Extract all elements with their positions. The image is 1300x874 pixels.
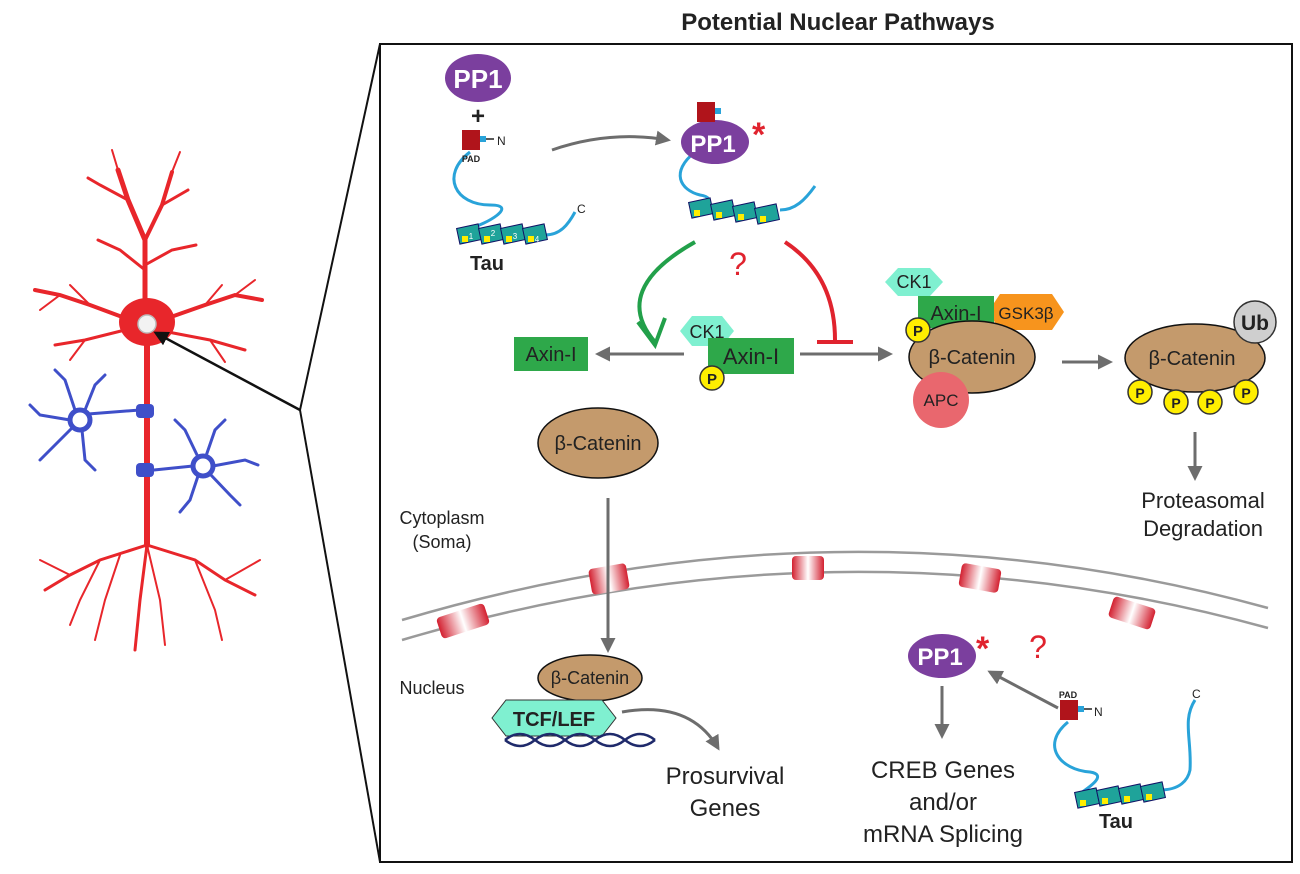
prosurvival-label-2: Genes xyxy=(690,795,761,822)
tau-repeat-1: 1 xyxy=(469,232,474,241)
phospho-destruction-label: P xyxy=(913,323,923,340)
question-mark-top: ? xyxy=(729,246,747,282)
phospho-axin xyxy=(699,365,725,391)
creb-label-3: mRNA Splicing xyxy=(863,821,1023,848)
catenin-nuclear-label: β-Catenin xyxy=(551,668,629,688)
phospho-ub-1 xyxy=(1127,379,1153,405)
c-terminus-bottom: C xyxy=(1192,687,1201,701)
nucleus-label: Nucleus xyxy=(399,678,464,698)
arrow-binding xyxy=(551,130,671,152)
synapse-upper xyxy=(136,404,154,418)
phospho-ub-2-label: P xyxy=(1171,395,1180,411)
neuron-illustration xyxy=(33,149,264,652)
tau-repeat-3: 3 xyxy=(513,232,518,241)
catenin-ub-label: β-Catenin xyxy=(1148,348,1235,370)
activation-arrowhead xyxy=(636,317,667,350)
arrow-tau-to-pp1 xyxy=(987,670,1059,710)
pathway-panel xyxy=(379,43,1293,863)
inhibition-line xyxy=(783,240,837,341)
cytoplasm-label-2: (Soma) xyxy=(412,532,471,552)
pad-label-bottom: PAD xyxy=(1059,690,1078,700)
phospho-ub-4 xyxy=(1233,379,1259,405)
glial-cell-left xyxy=(28,368,142,472)
glial-cell-right xyxy=(152,418,260,514)
tau-label-bottom: Tau xyxy=(1099,811,1133,833)
pp1-nuclear-star: * xyxy=(976,630,990,668)
degradation-label-2: Degradation xyxy=(1143,516,1263,541)
zoom-line-top xyxy=(299,43,381,411)
pp1-nuclear xyxy=(908,634,976,678)
apc-shape xyxy=(913,372,969,428)
question-mark-bottom: ? xyxy=(1029,629,1047,665)
n-terminus-bottom: N xyxy=(1094,705,1103,719)
dna-helix xyxy=(504,732,656,748)
plus-sign: + xyxy=(471,103,485,130)
tau-protein-top xyxy=(452,130,577,245)
n-terminus-top: N xyxy=(497,134,506,148)
pad-label-top: PAD xyxy=(462,154,481,164)
c-terminus-top: C xyxy=(577,202,586,216)
tau-protein-bottom xyxy=(1053,699,1197,809)
phospho-destruction xyxy=(905,317,931,343)
pp1-active-star: * xyxy=(752,116,766,154)
prosurvival-label-1: Prosurvival xyxy=(666,763,785,790)
pp1-active-label: PP1 xyxy=(690,131,735,158)
catenin-free xyxy=(537,407,659,479)
axin-complex-box xyxy=(708,338,794,374)
tau-label-top: Tau xyxy=(470,253,504,275)
axin-destruction-label: Axin-I xyxy=(930,303,981,325)
creb-label-2: and/or xyxy=(909,789,977,816)
phospho-axin-label: P xyxy=(707,371,717,388)
gsk3b-shape xyxy=(988,294,1064,330)
axin-free-label: Axin-I xyxy=(525,344,576,366)
pp1-free-label: PP1 xyxy=(453,64,502,94)
nuclear-pores xyxy=(436,556,1156,639)
phospho-ub-3-label: P xyxy=(1205,395,1214,411)
axin-free-box xyxy=(514,337,588,371)
phospho-ub-2 xyxy=(1163,389,1189,415)
neuron-nucleus xyxy=(137,314,157,334)
degradation-label-1: Proteasomal xyxy=(1141,488,1265,513)
pp1-tau-complex xyxy=(678,102,817,225)
ck1-right-label: CK1 xyxy=(896,272,931,292)
diagram-title: Potential Nuclear Pathways xyxy=(681,9,994,36)
catenin-destruction-label: β-Catenin xyxy=(928,347,1015,369)
activation-arrow xyxy=(637,240,696,344)
zoom-pointer-arrow xyxy=(153,331,301,412)
phospho-ub-1-label: P xyxy=(1135,385,1144,401)
ck1-middle-label: CK1 xyxy=(689,322,724,342)
ub-label: Ub xyxy=(1241,312,1269,335)
ub-shape xyxy=(1233,300,1277,344)
arrow-to-prosurvival xyxy=(621,708,720,751)
cytoplasm-label-1: Cytoplasm xyxy=(399,508,484,528)
catenin-free-label: β-Catenin xyxy=(554,433,641,455)
nuclear-membrane xyxy=(401,550,1269,642)
apc-label: APC xyxy=(924,391,959,410)
ck1-right-shape xyxy=(885,268,943,296)
axin-complex-label: Axin-I xyxy=(723,344,779,369)
tau-repeat-2: 2 xyxy=(491,229,496,238)
pp1-nuclear-label: PP1 xyxy=(917,644,962,671)
creb-label-1: CREB Genes xyxy=(871,757,1015,784)
zoom-line-bottom xyxy=(299,409,381,863)
synapse-lower xyxy=(136,463,154,477)
phospho-ub-4-label: P xyxy=(1241,385,1250,401)
gsk3b-label: GSK3β xyxy=(998,304,1053,323)
tcf-lef-label: TCF/LEF xyxy=(513,709,595,731)
phospho-ub-3 xyxy=(1197,389,1223,415)
tau-repeat-4: 4 xyxy=(535,235,540,244)
pp1-free xyxy=(445,54,511,102)
catenin-ub xyxy=(1124,323,1266,393)
